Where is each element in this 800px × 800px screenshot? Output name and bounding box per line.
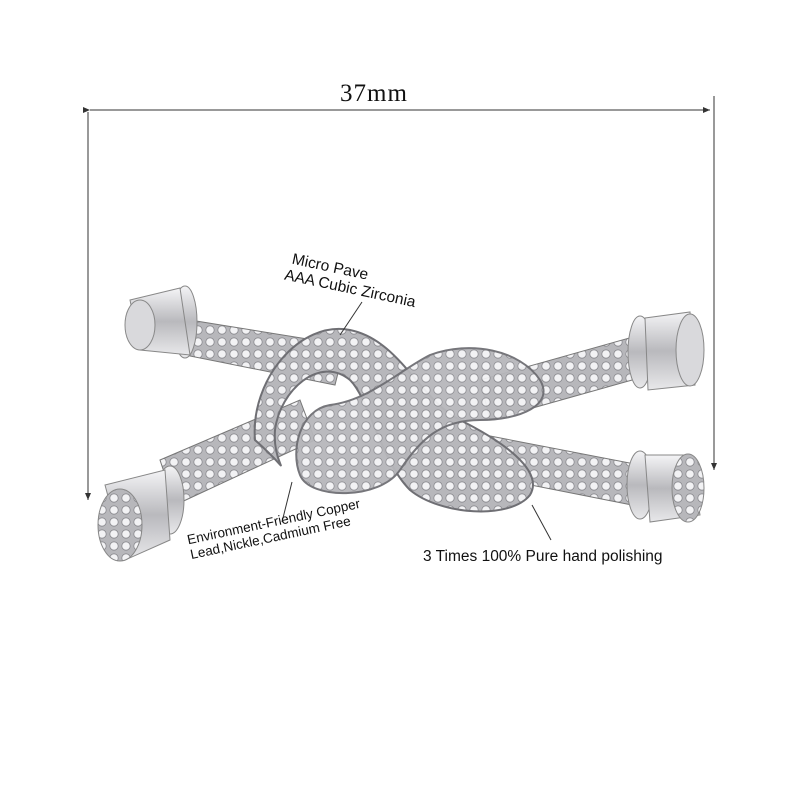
leader-finish [531, 504, 552, 541]
figure-eight-link-cross [295, 347, 545, 495]
clasp [97, 285, 705, 562]
leader-lines [281, 301, 552, 541]
end-cap-bottom-left [97, 465, 185, 562]
leader-stones [339, 301, 363, 336]
end-cap-bottom-right [626, 450, 705, 523]
dimension-label: 37mm [340, 80, 408, 107]
dimension-lines [83, 96, 717, 500]
finish-annotation: 3 Times 100% Pure hand polishing [423, 548, 663, 565]
end-cap-top-left [124, 285, 198, 359]
end-cap-top-right [627, 311, 705, 391]
leader-material [281, 481, 293, 523]
